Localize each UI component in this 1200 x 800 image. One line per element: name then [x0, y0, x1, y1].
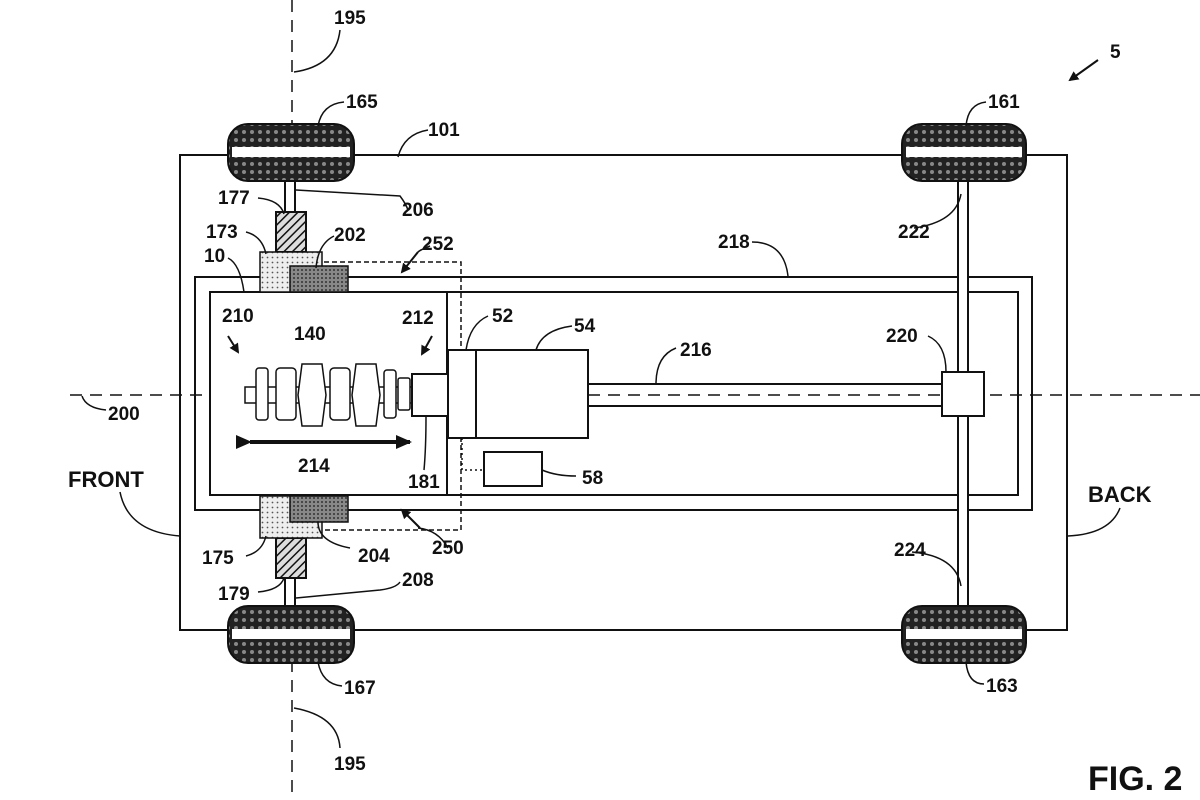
- leader-165: [317, 101, 345, 127]
- label-252: 252: [422, 234, 454, 255]
- label-101: 101: [428, 120, 460, 141]
- leader-181: [423, 415, 427, 471]
- label-208: 208: [402, 570, 434, 591]
- label-202: 202: [334, 225, 366, 246]
- label-220: 220: [886, 326, 918, 347]
- label-195-top: 195: [334, 8, 366, 29]
- label-back: BACK: [1088, 482, 1152, 507]
- upper-coupling-177: [275, 211, 307, 253]
- arrow-212: [421, 335, 433, 356]
- leader-front: [119, 491, 181, 537]
- rear-left-wheel: [901, 123, 1027, 182]
- leader-101: [397, 129, 429, 158]
- leader-10: [227, 257, 245, 293]
- label-10: 10: [204, 246, 225, 267]
- label-195-bottom: 195: [334, 754, 366, 775]
- label-177: 177: [218, 188, 250, 209]
- lower-block-204: [289, 495, 349, 523]
- leader-224: [911, 551, 962, 587]
- label-173: 173: [206, 222, 238, 243]
- outer-frame: [194, 276, 1033, 511]
- leader-54: [535, 325, 573, 351]
- arrow-252: [400, 251, 419, 274]
- label-204: 204: [358, 546, 390, 567]
- vehicle-body: [179, 154, 1068, 631]
- leader-202: [315, 235, 335, 269]
- leader-208: [295, 581, 401, 599]
- label-179: 179: [218, 584, 250, 605]
- leader-220: [927, 335, 947, 373]
- label-front: FRONT: [68, 467, 144, 492]
- label-165: 165: [346, 92, 378, 113]
- label-200: 200: [108, 404, 140, 425]
- leader-206: [295, 189, 409, 211]
- crankshaft: [244, 363, 416, 427]
- leader-195-bottom: [293, 707, 341, 749]
- clutch-52: [447, 349, 477, 439]
- leader-177: [257, 197, 285, 215]
- label-210: 210: [222, 306, 254, 327]
- label-54: 54: [574, 316, 596, 337]
- output-hub-181: [411, 373, 449, 417]
- transmission-54: [475, 349, 589, 439]
- label-5: 5: [1110, 42, 1121, 63]
- arrow-210: [227, 335, 240, 354]
- label-214: 214: [298, 456, 330, 477]
- upper-block-202: [289, 265, 349, 293]
- controller-link: [461, 438, 484, 471]
- leader-204: [317, 521, 351, 549]
- label-222: 222: [898, 222, 930, 243]
- leader-250: [417, 527, 449, 549]
- label-181: 181: [408, 472, 440, 493]
- leader-173: [245, 231, 267, 255]
- rear-right-wheel: [901, 605, 1027, 664]
- label-216: 216: [680, 340, 712, 361]
- leader-179: [257, 577, 285, 593]
- leader-52: [465, 315, 489, 351]
- label-250: 250: [432, 538, 464, 559]
- dashed-enclosure: [300, 261, 462, 531]
- differential-220: [941, 371, 985, 417]
- label-218: 218: [718, 232, 750, 253]
- leader-167: [317, 661, 343, 687]
- leader-222: [913, 193, 962, 229]
- front-left-wheel: [227, 123, 355, 182]
- leader-252: [417, 245, 431, 253]
- label-212: 212: [402, 308, 434, 329]
- label-224: 224: [894, 540, 926, 561]
- label-52: 52: [492, 306, 513, 327]
- leader-200: [81, 395, 107, 411]
- label-161: 161: [988, 92, 1020, 113]
- label-58: 58: [582, 468, 603, 489]
- controller-58: [483, 451, 543, 487]
- leader-back: [1067, 507, 1121, 537]
- arrow-250: [400, 508, 421, 529]
- label-140: 140: [294, 324, 326, 345]
- leader-175: [245, 535, 267, 557]
- lower-coupling-179: [275, 537, 307, 579]
- label-163: 163: [986, 676, 1018, 697]
- label-206: 206: [402, 200, 434, 221]
- leader-218: [751, 241, 789, 277]
- leader-195-top: [293, 29, 341, 73]
- leader-58: [541, 469, 577, 477]
- leader-163: [965, 661, 985, 685]
- figure-caption: FIG. 2: [1088, 760, 1182, 798]
- label-175: 175: [202, 548, 234, 569]
- leader-161: [965, 101, 987, 127]
- arrow-5: [1068, 59, 1099, 82]
- label-167: 167: [344, 678, 376, 699]
- leader-216: [655, 347, 677, 385]
- front-right-wheel: [227, 605, 355, 664]
